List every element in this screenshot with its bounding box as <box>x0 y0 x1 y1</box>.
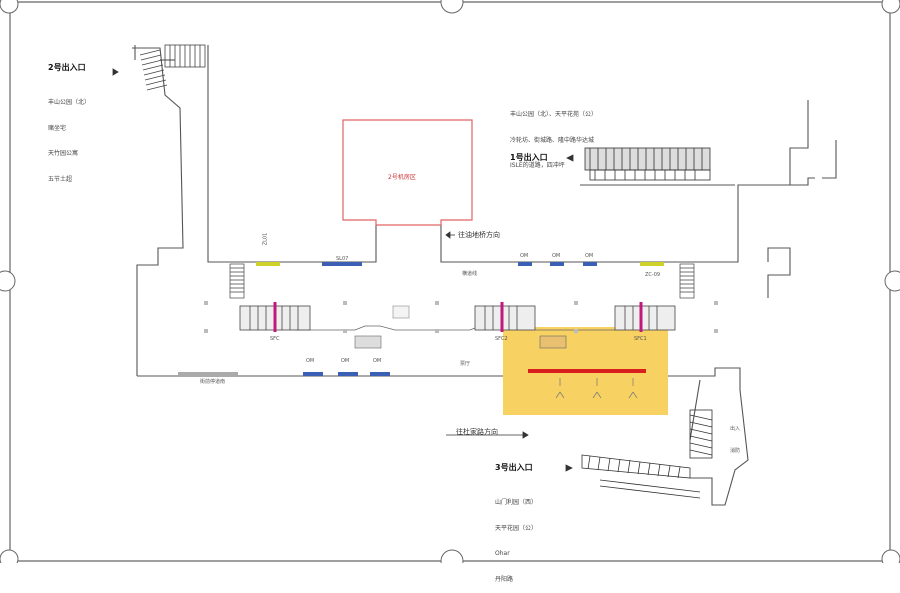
ticket-gates <box>555 378 638 399</box>
exit2-note-4: 五节土超 <box>48 175 73 183</box>
yellow-bar-left <box>256 262 280 266</box>
red-bar <box>528 369 646 373</box>
exit1-notes: 丰山公园（北）、天平花苑（公） 冷轮坊、街城路、隆中路华达城 ISLE的道路，四… <box>510 94 597 179</box>
exit2-stairs <box>139 44 206 91</box>
magenta-markers <box>273 302 643 332</box>
zl-right-label: ZC-09 <box>645 272 661 278</box>
frame-corner-br <box>881 549 900 563</box>
blue-om-bars-top <box>518 262 597 266</box>
om-label-3: OM <box>585 253 594 259</box>
exit2-label: 2号出入口 <box>48 63 86 72</box>
side-label-b: 消防 <box>730 448 741 454</box>
sfc-left-label: SFC <box>270 336 280 342</box>
frame-corner-tr <box>881 0 900 14</box>
exit2-notes: 丰山公园（北） 赌坐宅 天竹园公寓 五节土超 <box>48 82 90 193</box>
sfc-mid-label: SFC2 <box>495 336 508 342</box>
station-floor-plan <box>0 0 900 563</box>
exit1-label: 1号出入口 <box>510 153 548 162</box>
blue-om-bars-bottom <box>303 372 390 376</box>
bus-label: 街前停道南 <box>200 379 226 385</box>
frame-corner-tl <box>0 0 19 14</box>
frame-corner-tm <box>440 0 464 14</box>
sfc-right-label: SFC1 <box>634 336 647 342</box>
exit2-note-1: 丰山公园（北） <box>48 99 91 106</box>
exit1-note-1: 丰山公园（北）、天平花苑（公） <box>510 111 598 118</box>
center-device <box>392 305 410 319</box>
machine-room-label: 2号机房区 <box>388 174 416 181</box>
crosswalk-label: 横道线 <box>462 271 478 277</box>
zl-left-label: ZL01 <box>262 232 269 246</box>
exit3-stairs <box>581 409 713 499</box>
blue-bar-sl <box>322 262 362 266</box>
exit3-label: 3号出入口 <box>495 463 533 472</box>
machine-room <box>342 119 473 226</box>
frame-corner-bl <box>0 549 19 563</box>
exit1-note-3: ISLE的道路，四冲坪 <box>510 162 565 169</box>
exit1-note-2: 冷轮坊、街城路、隆中路华达城 <box>510 136 595 144</box>
gate-block <box>354 335 382 349</box>
om-label-2: OM <box>552 253 561 259</box>
om-label-6: OM <box>373 358 382 364</box>
om-label-1: OM <box>520 253 529 259</box>
grey-bar-bottom <box>178 372 238 375</box>
om-label-4: OM <box>306 358 315 364</box>
exit3-note-4: 丹阳路 <box>495 575 514 583</box>
exit2-note-3: 天竹园公寓 <box>48 150 79 157</box>
exit3-note-3: Ohar <box>495 550 510 557</box>
exit3-notes: 山门利园（西） 天平花园（公） Ohar 丹阳路 <box>495 482 537 593</box>
exit1-stairs <box>584 147 711 181</box>
direction-arrows <box>112 68 574 472</box>
frame-corner-ml <box>0 270 16 292</box>
concourse-stairs <box>229 263 695 299</box>
exit3-note-2: 天平花园（公） <box>495 524 538 532</box>
hall-label: 票厅 <box>460 361 471 367</box>
frame-corner-mr <box>884 270 900 292</box>
yellow-bar-right <box>640 262 664 266</box>
map-frame <box>9 1 891 562</box>
exit3-note-1: 山门利园（西） <box>495 499 538 506</box>
pillars <box>204 301 718 333</box>
side-label-a: 出入 <box>730 426 741 432</box>
direction-lower-label: 往杜家路方向 <box>456 428 498 436</box>
sl-label: SL07 <box>336 256 349 262</box>
gate-block-right <box>539 335 567 349</box>
escalator-units <box>239 305 676 331</box>
om-label-5: OM <box>341 358 350 364</box>
exit2-note-2: 赌坐宅 <box>48 124 67 132</box>
direction-upper-label: 往油地桥方向 <box>458 231 500 239</box>
frame-corner-bm <box>440 549 464 563</box>
